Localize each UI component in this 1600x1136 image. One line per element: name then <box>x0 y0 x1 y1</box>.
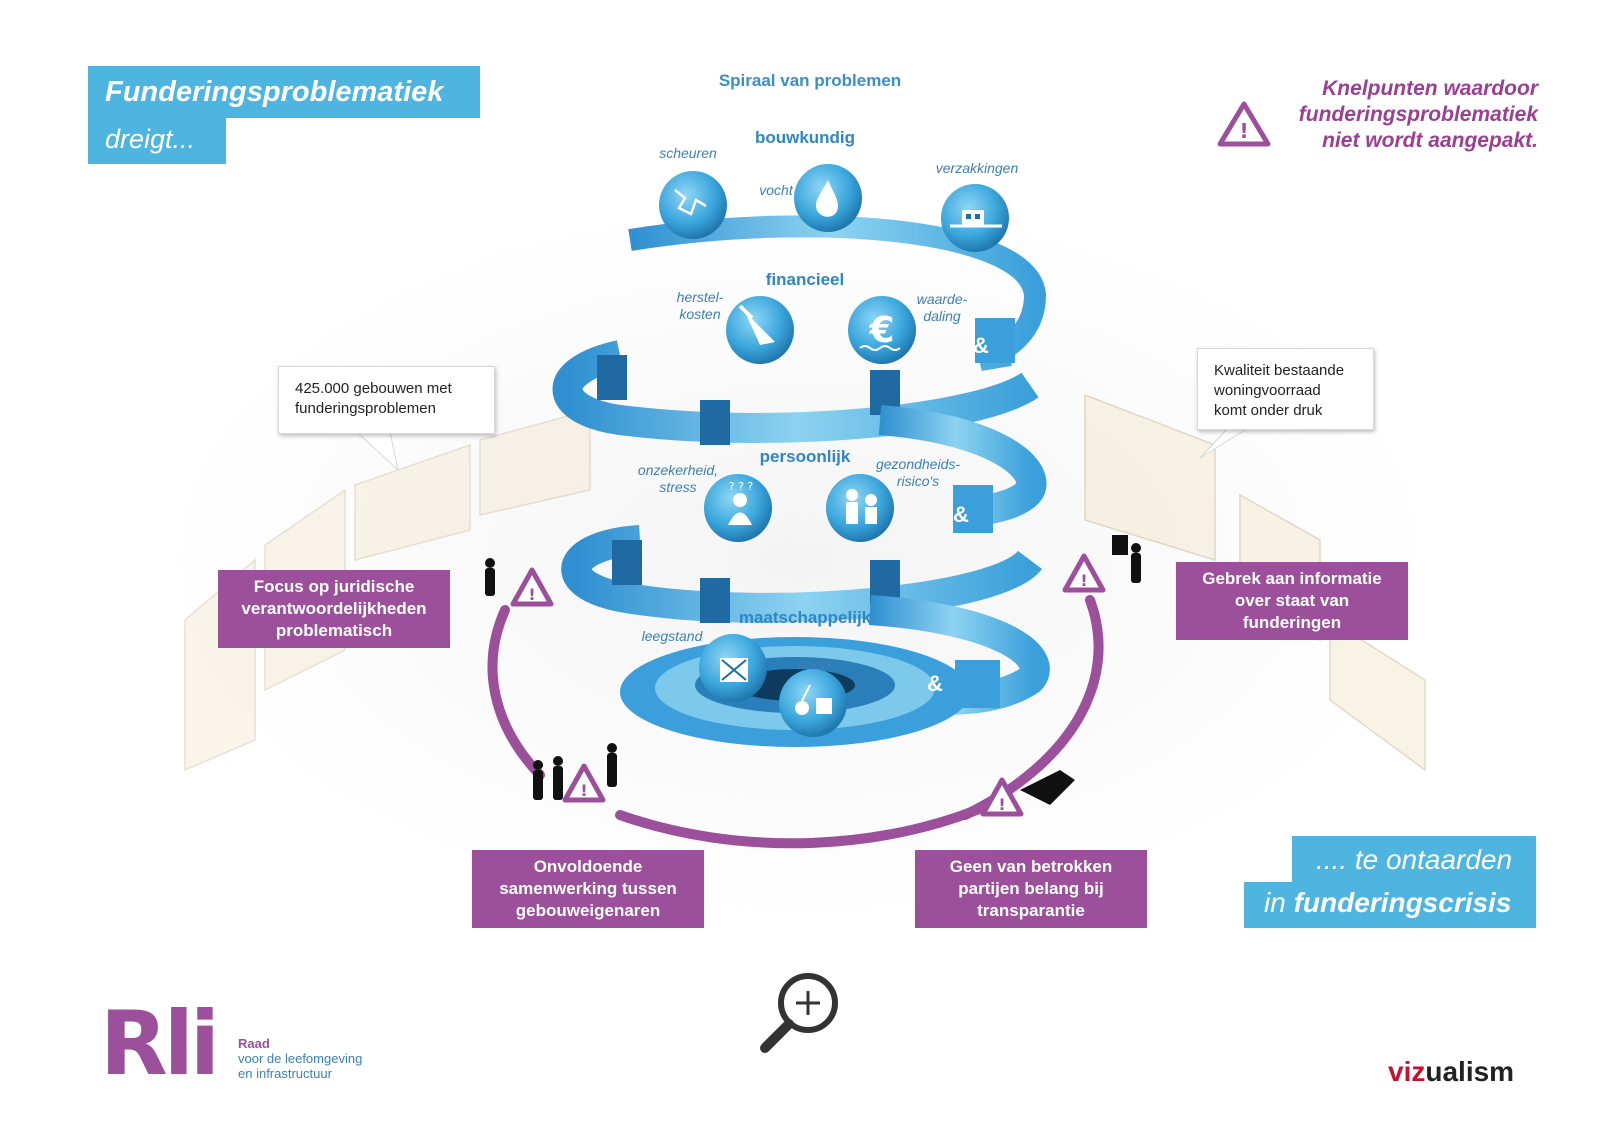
rli-line3: en infrastructuur <box>238 1066 332 1081</box>
warning-icon <box>510 101 1271 817</box>
item-herstelkosten: herstel- kosten <box>676 289 724 322</box>
item-scheuren: scheuren <box>659 145 717 161</box>
item-vocht: vocht <box>759 182 793 198</box>
people-silhouettes <box>485 535 1141 805</box>
svg-text:? ? ?: ? ? ? <box>729 480 754 493</box>
item-verzakkingen: verzakkingen <box>935 160 1019 176</box>
item-sloop: sloop <box>796 656 830 672</box>
svg-text:!: ! <box>1239 119 1248 143</box>
category-bouwkundig: bouwkundig <box>754 128 856 147</box>
warning-header: Knelpunten waardoor funderingsproblemati… <box>1298 77 1538 152</box>
bottom-title-line2: in funderingscrisis <box>1244 882 1536 928</box>
svg-text:€: € <box>868 310 894 351</box>
item-leegstand: leegstand <box>641 628 703 644</box>
svg-text:!: ! <box>580 781 587 800</box>
rli-raad: Raad <box>238 1036 270 1051</box>
knelpunt-juridisch: Focus op juridische verantwoordelijkhede… <box>218 570 450 648</box>
vizualism-prefix: viz <box>1388 1056 1426 1087</box>
doctor-patient-icon <box>826 474 894 542</box>
ampersand-connector: & <box>953 502 969 527</box>
spiral-title: Spiraal van problemen <box>718 71 902 90</box>
ampersand-connector: & <box>973 333 989 358</box>
knelpunt-informatie: Gebrek aan informatie over staat van fun… <box>1176 562 1408 640</box>
rli-logo-mark: Rli <box>100 992 220 1095</box>
category-maatschappelijk: maatschappelijk <box>738 608 872 627</box>
worried-person-icon <box>704 474 772 542</box>
callout-gebouwen: 425.000 gebouwen met funderingsproblemen <box>278 366 495 434</box>
svg-text:!: ! <box>528 585 535 604</box>
rli-logo: Rli <box>100 1000 220 1088</box>
demolition-icon <box>779 669 847 737</box>
item-gezondheidsrisicos: gezondheids- risico's <box>875 456 961 489</box>
vizualism-suffix: ualism <box>1425 1056 1515 1087</box>
knelpunt-transparantie: Geen van betrokken partijen belang bij t… <box>915 850 1147 928</box>
bottom-title-bold: funderingscrisis <box>1293 887 1512 918</box>
item-waardedaling: waarde- daling <box>916 291 968 324</box>
bottom-title-prefix: in <box>1264 887 1294 918</box>
knelpunt-samenwerking: Onvoldoende samenwerking tussen gebouwei… <box>472 850 704 928</box>
category-financieel: financieel <box>765 270 845 289</box>
magnifier-zoom-icon <box>760 973 838 1053</box>
vizualism-logo: vizualism <box>1388 1056 1514 1088</box>
bottom-title-line1: .... te ontaarden <box>1292 836 1536 882</box>
title-line2: dreigt... <box>88 118 226 164</box>
ampersand-connector: & <box>927 671 943 696</box>
category-persoonlijk: persoonlijk <box>759 447 851 466</box>
svg-text:!: ! <box>998 795 1005 814</box>
callout-woningvoorraad: Kwaliteit bestaande woningvoorraad komt … <box>1197 348 1374 430</box>
rli-line2: voor de leefomgeving <box>238 1051 363 1066</box>
rli-logo-text: Raad voor de leefomgeving en infrastruct… <box>238 1036 362 1081</box>
spiral-balls: € ? ? ? <box>659 164 1009 737</box>
item-onzekerheid: onzekerheid, stress <box>637 462 719 495</box>
svg-text:!: ! <box>1080 571 1087 590</box>
title-line1: Funderingsproblematiek <box>88 66 480 118</box>
